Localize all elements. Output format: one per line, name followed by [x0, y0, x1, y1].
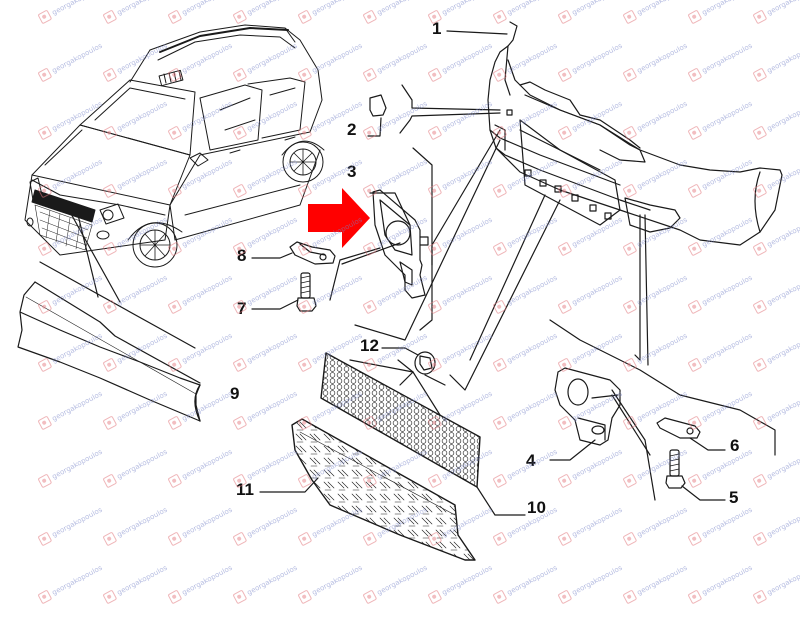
car-illustration — [24, 24, 325, 268]
part-7-bolt — [296, 272, 317, 312]
callout-9: 9 — [230, 384, 240, 403]
part-8-clip — [289, 241, 336, 265]
part-11-skid-plate — [291, 418, 476, 561]
highlight-arrow — [308, 188, 370, 248]
part-4-bracket — [554, 367, 621, 446]
part-12-clip — [414, 351, 436, 375]
callout-10: 10 — [527, 498, 546, 517]
callout-8: 8 — [237, 246, 247, 265]
callout-1: 1 — [432, 19, 442, 38]
callout-3: 3 — [347, 162, 357, 181]
callout-4: 4 — [526, 451, 536, 470]
part-6-clip — [656, 417, 701, 439]
part-2-cover — [369, 94, 387, 117]
part-9-upper-trim — [17, 281, 201, 422]
part-3-bracket — [372, 189, 429, 299]
callout-5: 5 — [729, 488, 739, 507]
part-5-bolt — [665, 449, 686, 489]
callout-12: 12 — [360, 336, 379, 355]
callout-6: 6 — [730, 436, 740, 455]
callout-11: 11 — [236, 480, 254, 499]
callout-2: 2 — [347, 120, 357, 139]
part-1-front-bumper — [487, 21, 783, 246]
callout-7: 7 — [237, 299, 247, 318]
